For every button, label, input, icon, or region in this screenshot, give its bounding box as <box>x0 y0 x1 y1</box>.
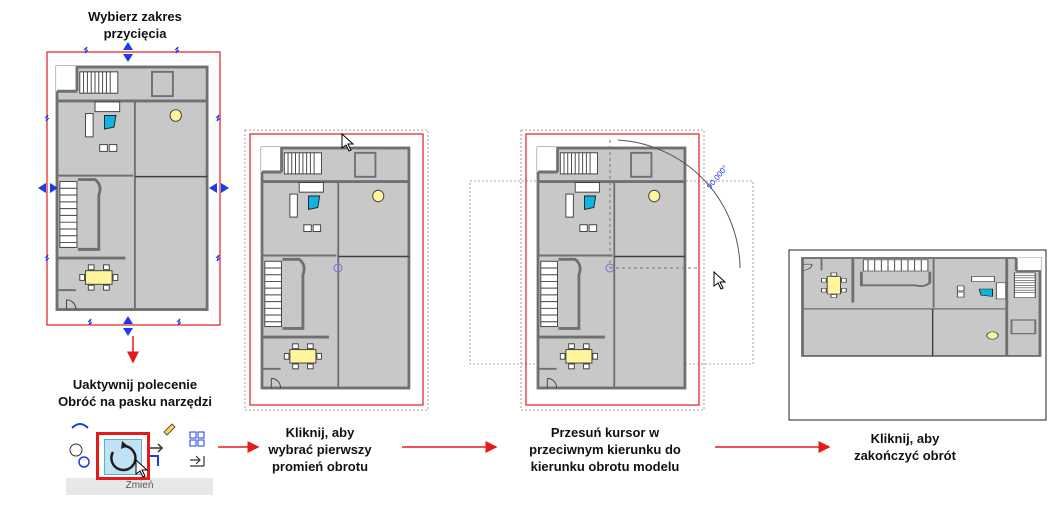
crop-region-2 <box>249 133 424 406</box>
modify-ribbon: Zmień <box>66 420 213 495</box>
cursor-icon <box>341 132 355 152</box>
crop-grips[interactable] <box>38 42 229 336</box>
angle-label: 90.000° <box>705 164 730 191</box>
rotation-center-3 <box>605 140 700 273</box>
step4-caption: Przesuń kursor w przeciwnym kierunku do … <box>529 425 681 474</box>
rotate-button[interactable] <box>96 432 150 480</box>
floor-plan-1 <box>54 64 209 311</box>
step2-caption: Uaktywnij polecenie Obróć na pasku narzę… <box>58 377 212 409</box>
step3-caption: Kliknij, aby wybrać pierwszy promień obr… <box>268 425 372 474</box>
cursor-icon-3 <box>713 270 727 290</box>
crop-box-dashed-3 <box>520 129 705 411</box>
break-marks <box>44 46 221 326</box>
floor-plan-2 <box>259 145 411 390</box>
crop-box-dashed-2 <box>244 129 429 411</box>
rotation-center-2 <box>333 262 343 274</box>
cursor-icon-ribbon <box>135 459 149 478</box>
step5-caption: Kliknij, aby zakończyć obrót <box>854 431 956 463</box>
crop-region-3 <box>525 133 700 406</box>
crop-region-1 <box>46 51 221 326</box>
panel-label: Zmień <box>125 480 154 491</box>
step1-caption: Wybierz zakres przycięcia <box>88 9 182 41</box>
rotation-arc <box>617 139 741 269</box>
floor-plan-rotated <box>801 255 1043 358</box>
